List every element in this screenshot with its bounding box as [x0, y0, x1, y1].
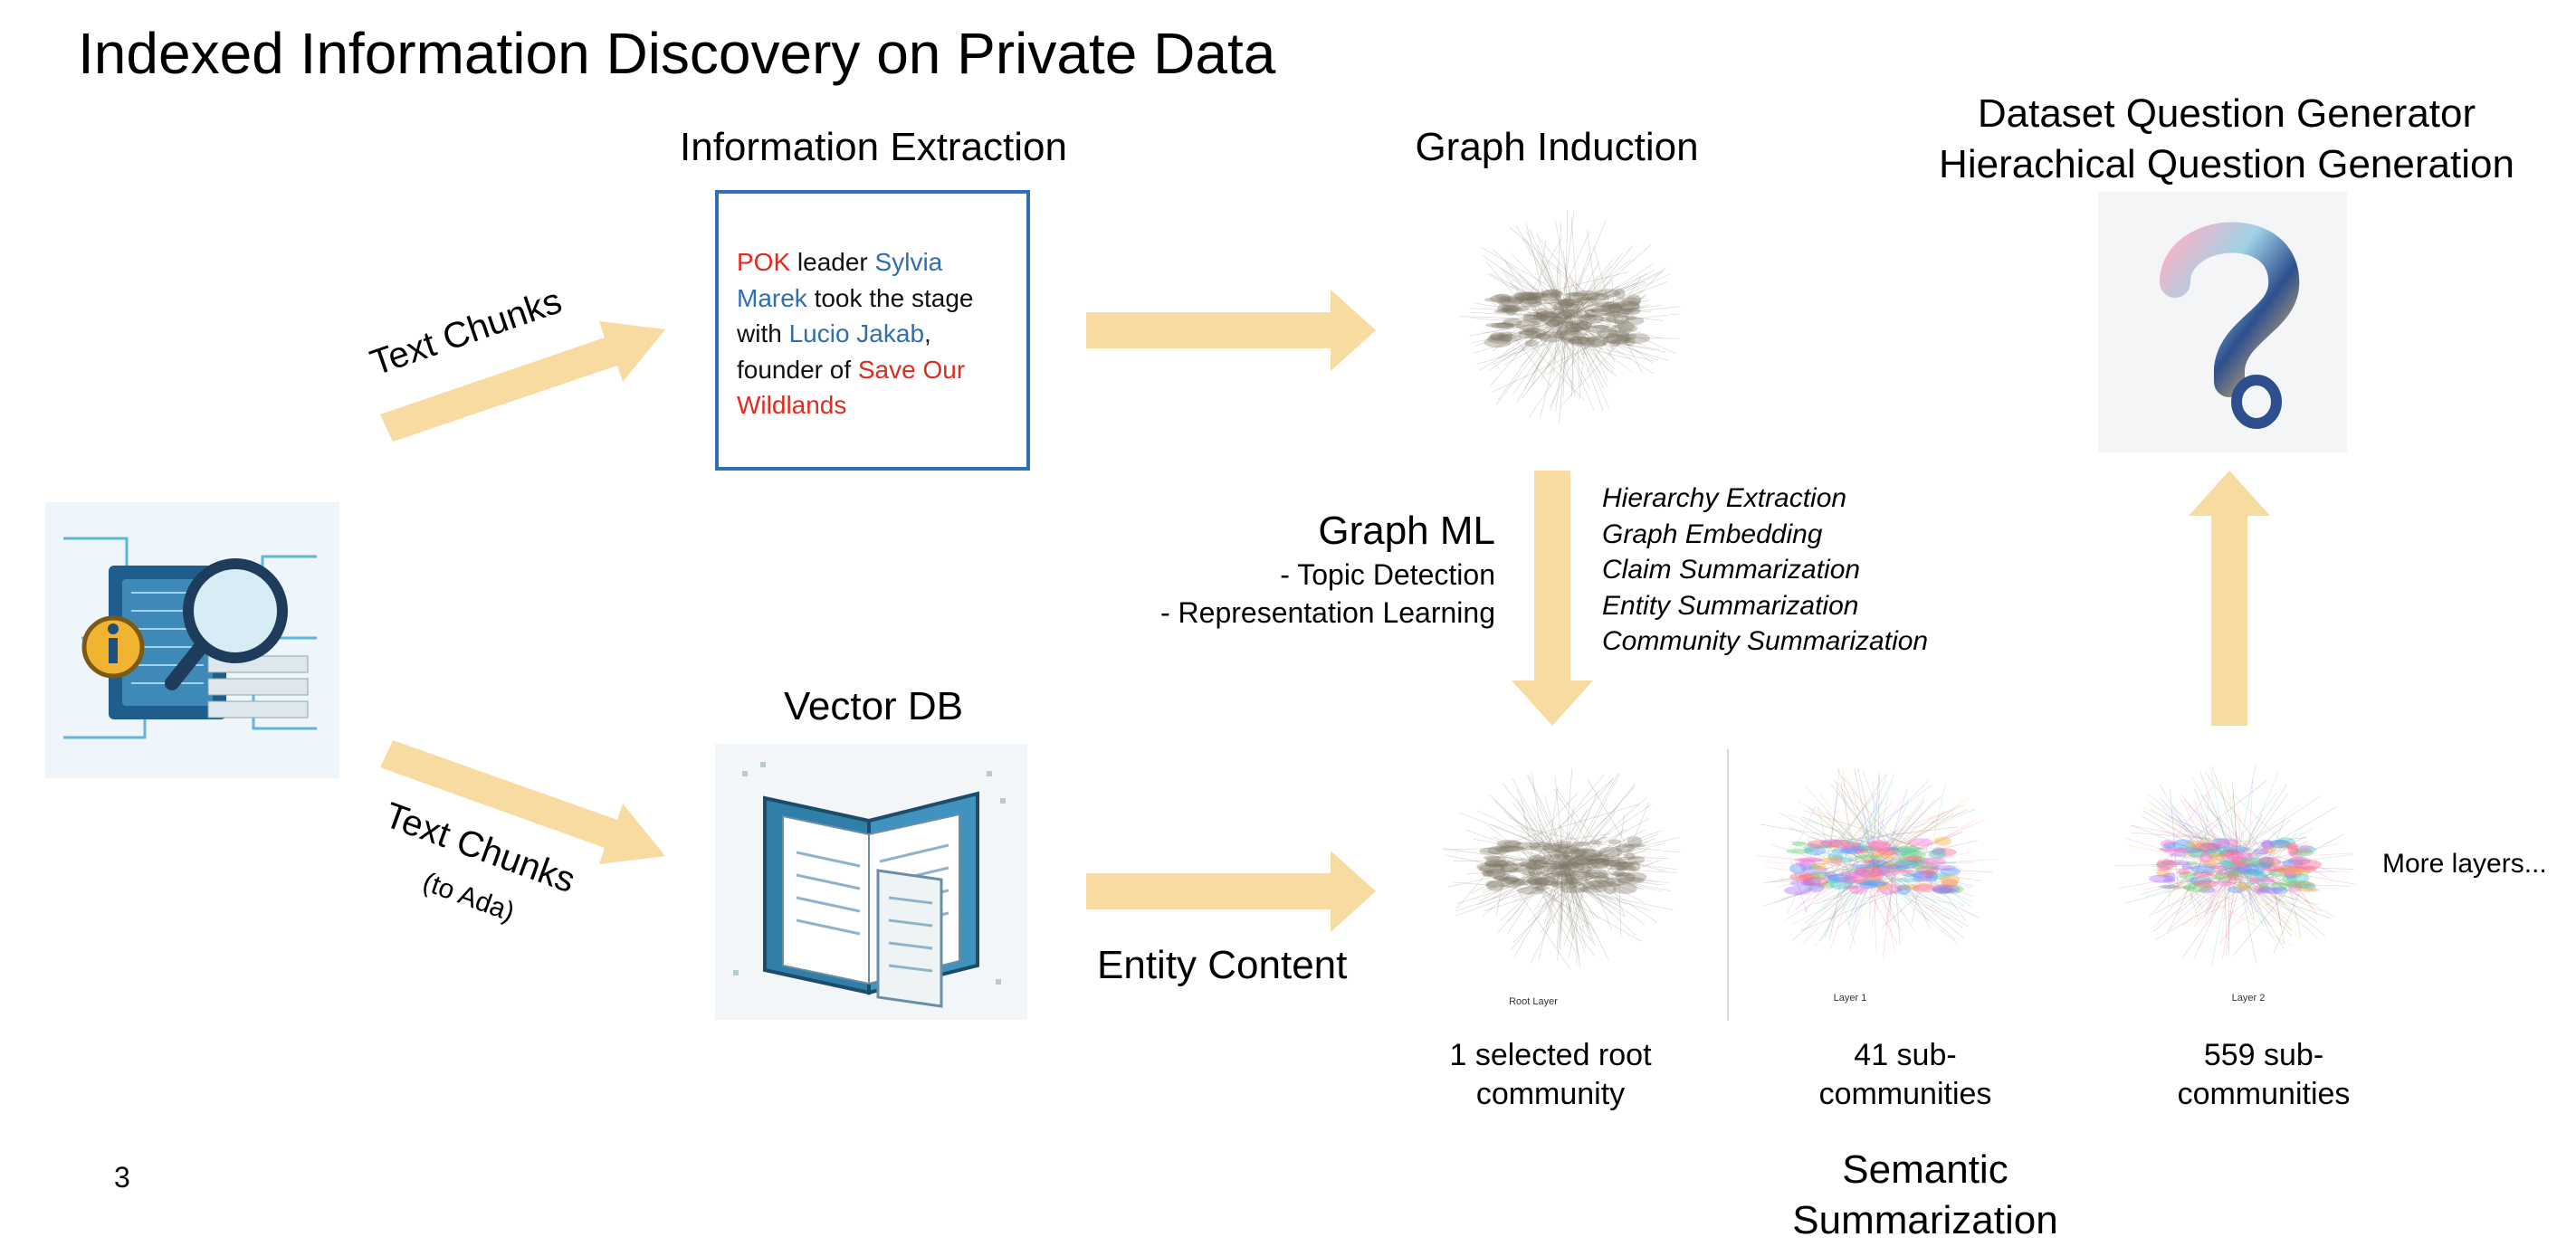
entity-person: Sylvia	[874, 248, 943, 276]
sample-text: founder of	[737, 355, 858, 384]
more-layers-label: More layers...	[2382, 849, 2547, 879]
layer-caption-line: 1 selected root	[1449, 1038, 1652, 1072]
entity-person: Lucio Jakab	[788, 319, 925, 347]
layer-caption-line: 41 sub-	[1854, 1038, 1957, 1072]
graph-induction-heading: Graph Induction	[1415, 125, 1699, 169]
arrow-to-graph-induction	[1086, 290, 1376, 371]
step-item: Entity Summarization	[1602, 590, 1859, 621]
vector-db-heading: Vector DB	[783, 684, 964, 728]
layer-caption-line: community	[1475, 1077, 1626, 1111]
step-item: Community Summarization	[1602, 626, 1929, 656]
step-item: Claim Summarization	[1602, 555, 1861, 585]
graph-ml-item: - Topic Detection	[1280, 558, 1495, 591]
page-number: 3	[114, 1161, 130, 1194]
entity-content-label: Entity Content	[1097, 943, 1348, 987]
entity-org: Save Our	[857, 355, 966, 384]
layer-label: Layer 2	[2231, 993, 2266, 1004]
arrow-up-to-questions	[2189, 471, 2270, 726]
info-extraction-sample: POK leader Sylvia Marek took the stage w…	[715, 190, 1030, 471]
question-gen-title-2: Hierachical Question Generation	[1939, 142, 2514, 186]
arrow-down-graph-ml	[1512, 471, 1593, 726]
sample-text: took the stage	[806, 283, 974, 312]
graph-ml-block: Graph ML - Topic Detection - Representat…	[1068, 507, 1495, 632]
graph-icon	[1755, 767, 1999, 957]
page-title: Indexed Information Discovery on Private…	[78, 21, 1276, 86]
layer-label: Root Layer	[1509, 996, 1558, 1007]
entity-org: POK	[737, 248, 791, 276]
layer-caption-line: communities	[2177, 1077, 2351, 1111]
info-extraction-heading: Information Extraction	[680, 125, 1067, 169]
question-mark-icon	[2098, 192, 2347, 452]
sample-text: ,	[924, 319, 931, 347]
vector-db-icon	[715, 744, 1027, 1020]
step-item: Graph Embedding	[1602, 519, 1823, 549]
arrow-to-root-layer	[1086, 851, 1376, 932]
graph-icon	[1459, 210, 1681, 424]
entity-org: Wildlands	[737, 391, 847, 419]
layer-caption-line: 559 sub-	[2203, 1038, 2324, 1072]
graph-ml-title: Graph ML	[1318, 509, 1495, 553]
semantic-summarization-2: Summarization	[1792, 1198, 2058, 1242]
layer-caption: 559 sub- communities	[2083, 1036, 2445, 1114]
text-chunks-arrow-top	[380, 321, 665, 442]
graph-icon	[1442, 768, 1682, 970]
summarization-steps: Hierarchy Extraction Graph Embedding Cla…	[1602, 481, 1928, 660]
entity-person: Marek	[737, 283, 807, 312]
text-chunks-arrow-bottom	[380, 740, 665, 864]
graph-icon	[2114, 765, 2357, 966]
data-discovery-icon	[45, 502, 339, 778]
panel-divider	[1727, 749, 1729, 1021]
question-gen-title-1: Dataset Question Generator	[1977, 91, 2476, 136]
semantic-summarization-1: Semantic	[1842, 1147, 2008, 1192]
graph-ml-item: - Representation Learning	[1159, 596, 1495, 629]
step-item: Hierarchy Extraction	[1602, 483, 1847, 513]
layer-label: Layer 1	[1833, 993, 1867, 1004]
layer-caption-line: communities	[1818, 1077, 1992, 1111]
layer-caption: 1 selected root community	[1369, 1036, 1732, 1114]
sample-text: leader	[790, 248, 875, 276]
sample-text: with	[737, 319, 789, 347]
layer-caption: 41 sub- communities	[1724, 1036, 2086, 1114]
